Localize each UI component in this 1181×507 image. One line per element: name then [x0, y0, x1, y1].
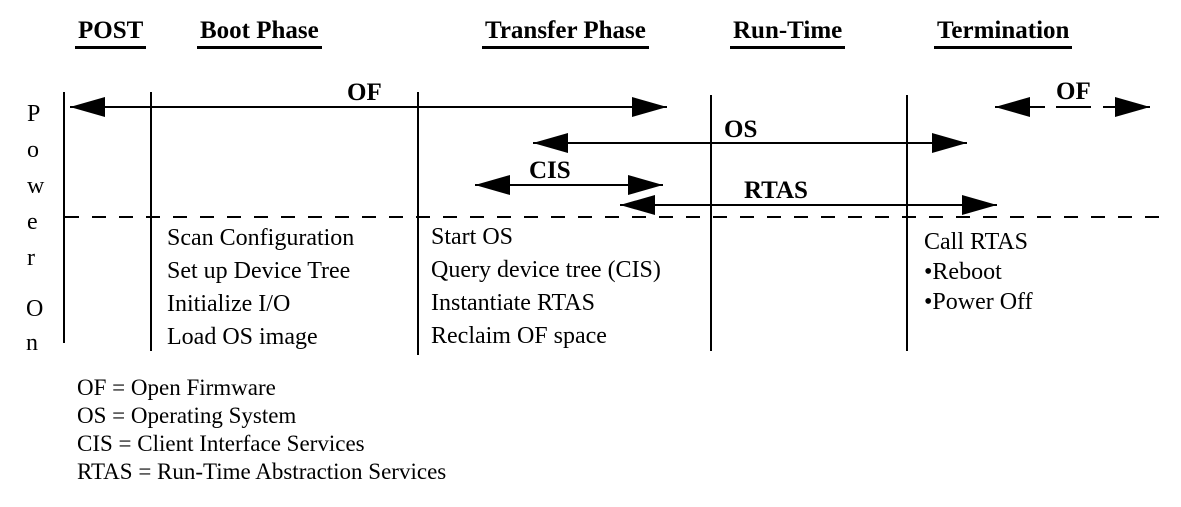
arrowhead-left-icon: [70, 97, 105, 117]
power-axis-label-on: On: [26, 296, 44, 356]
of-termination-arrow-right: [1103, 97, 1150, 117]
task-item: Reclaim OF space: [431, 323, 607, 349]
task-item: Instantiate RTAS: [431, 290, 595, 316]
task-item: Load OS image: [167, 324, 318, 350]
task-item: •Reboot: [924, 259, 1002, 285]
task-item: Initialize I/O: [167, 291, 291, 317]
power-on-baseline: [65, 216, 1160, 218]
phase-header-runtime: Run-Time: [730, 18, 846, 49]
phase-header-boot: Boot Phase: [197, 18, 322, 49]
boundary-line-boot-transfer: [417, 92, 419, 355]
task-item: Scan Configuration: [167, 225, 355, 251]
boundary-line-runtime-termination: [906, 95, 908, 351]
power-axis-label-power: Power: [27, 101, 45, 271]
legend-item: CIS = Client Interface Services: [77, 431, 365, 456]
of-arrow-label: OF: [347, 79, 382, 106]
rtas-arrow-label: RTAS: [744, 177, 808, 204]
arrowhead-left-icon: [533, 133, 568, 153]
task-item: Query device tree (CIS): [431, 257, 661, 283]
legend-item: OS = Operating System: [77, 403, 297, 428]
rtas-lifetime-arrow: [620, 195, 997, 215]
cis-arrow-label: CIS: [529, 157, 571, 184]
arrowhead-right-icon: [632, 97, 667, 117]
arrowhead-right-icon: [628, 175, 663, 195]
arrowhead-right-icon: [962, 195, 997, 215]
task-item: Set up Device Tree: [167, 258, 351, 284]
boundary-line-post-boot: [150, 92, 152, 351]
arrowhead-left-icon: [620, 195, 655, 215]
termination-tasks: Call RTAS •Reboot •Power Off: [924, 227, 1033, 317]
task-item: Call RTAS: [924, 229, 1028, 255]
arrowhead-right-icon: [932, 133, 967, 153]
os-arrow-label: OS: [724, 116, 758, 143]
phase-header-termination: Termination: [934, 18, 1073, 49]
arrowhead-left-icon: [995, 97, 1030, 117]
of-termination-arrow-label: OF: [1056, 79, 1091, 108]
abbreviation-legend: OF = Open Firmware OS = Operating System…: [77, 374, 446, 486]
task-item: •Power Off: [924, 289, 1033, 315]
boundary-line-post-left: [63, 92, 65, 343]
arrow-shaft: [620, 204, 997, 206]
arrowhead-right-icon: [1115, 97, 1150, 117]
arrow-shaft: [475, 184, 663, 186]
boot-phase-tasks: Scan Configuration Set up Device Tree In…: [167, 222, 354, 354]
task-item: Start OS: [431, 224, 514, 250]
of-lifetime-arrow: [70, 97, 667, 117]
os-lifetime-arrow: [533, 133, 967, 153]
arrow-shaft: [70, 106, 667, 108]
phase-header-post: POST: [75, 18, 147, 49]
arrowhead-left-icon: [475, 175, 510, 195]
transfer-phase-tasks: Start OS Query device tree (CIS) Instant…: [431, 221, 661, 353]
cis-lifetime-arrow: [475, 175, 663, 195]
of-termination-arrow-left: [995, 97, 1045, 117]
legend-item: RTAS = Run-Time Abstraction Services: [77, 459, 447, 484]
legend-item: OF = Open Firmware: [77, 375, 276, 400]
arrow-shaft: [533, 142, 967, 144]
phase-header-transfer: Transfer Phase: [482, 18, 649, 49]
boundary-line-transfer-runtime: [710, 95, 712, 351]
